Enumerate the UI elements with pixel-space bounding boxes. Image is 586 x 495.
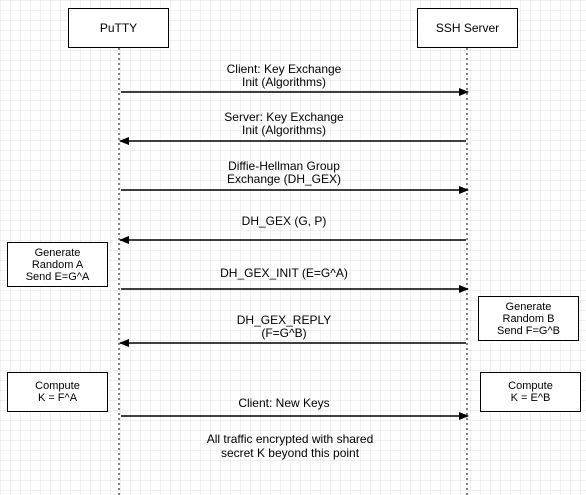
message-client-new-keys: Client: New Keys xyxy=(238,396,330,410)
message-dh-gex-init: DH_GEX_INIT (E=G^A) xyxy=(220,266,348,280)
note-server-generate: Generate Random B Send F=G^B xyxy=(478,296,579,341)
note-client-generate: Generate Random A Send E=G^A xyxy=(7,242,108,287)
message-dh-gex-reply: DH_GEX_REPLY (F=G^B) xyxy=(236,313,332,340)
message-client-kex-init: Client: Key Exchange Init (Algorithms) xyxy=(226,62,342,89)
participant-putty: PuTTY xyxy=(68,8,169,48)
footer-encryption-note: All traffic encrypted with shared secret… xyxy=(206,432,374,460)
message-server-kex-init: Server: Key Exchange Init (Algorithms) xyxy=(224,110,344,137)
participant-ssh-server: SSH Server xyxy=(417,8,518,48)
message-dh-gex-g-p: DH_GEX (G, P) xyxy=(241,214,327,228)
message-dh-gex: Diffie-Hellman Group Exchange (DH_GEX) xyxy=(226,159,342,186)
note-client-compute: Compute K = F^A xyxy=(7,372,108,412)
note-server-compute: Compute K = E^B xyxy=(480,372,581,412)
